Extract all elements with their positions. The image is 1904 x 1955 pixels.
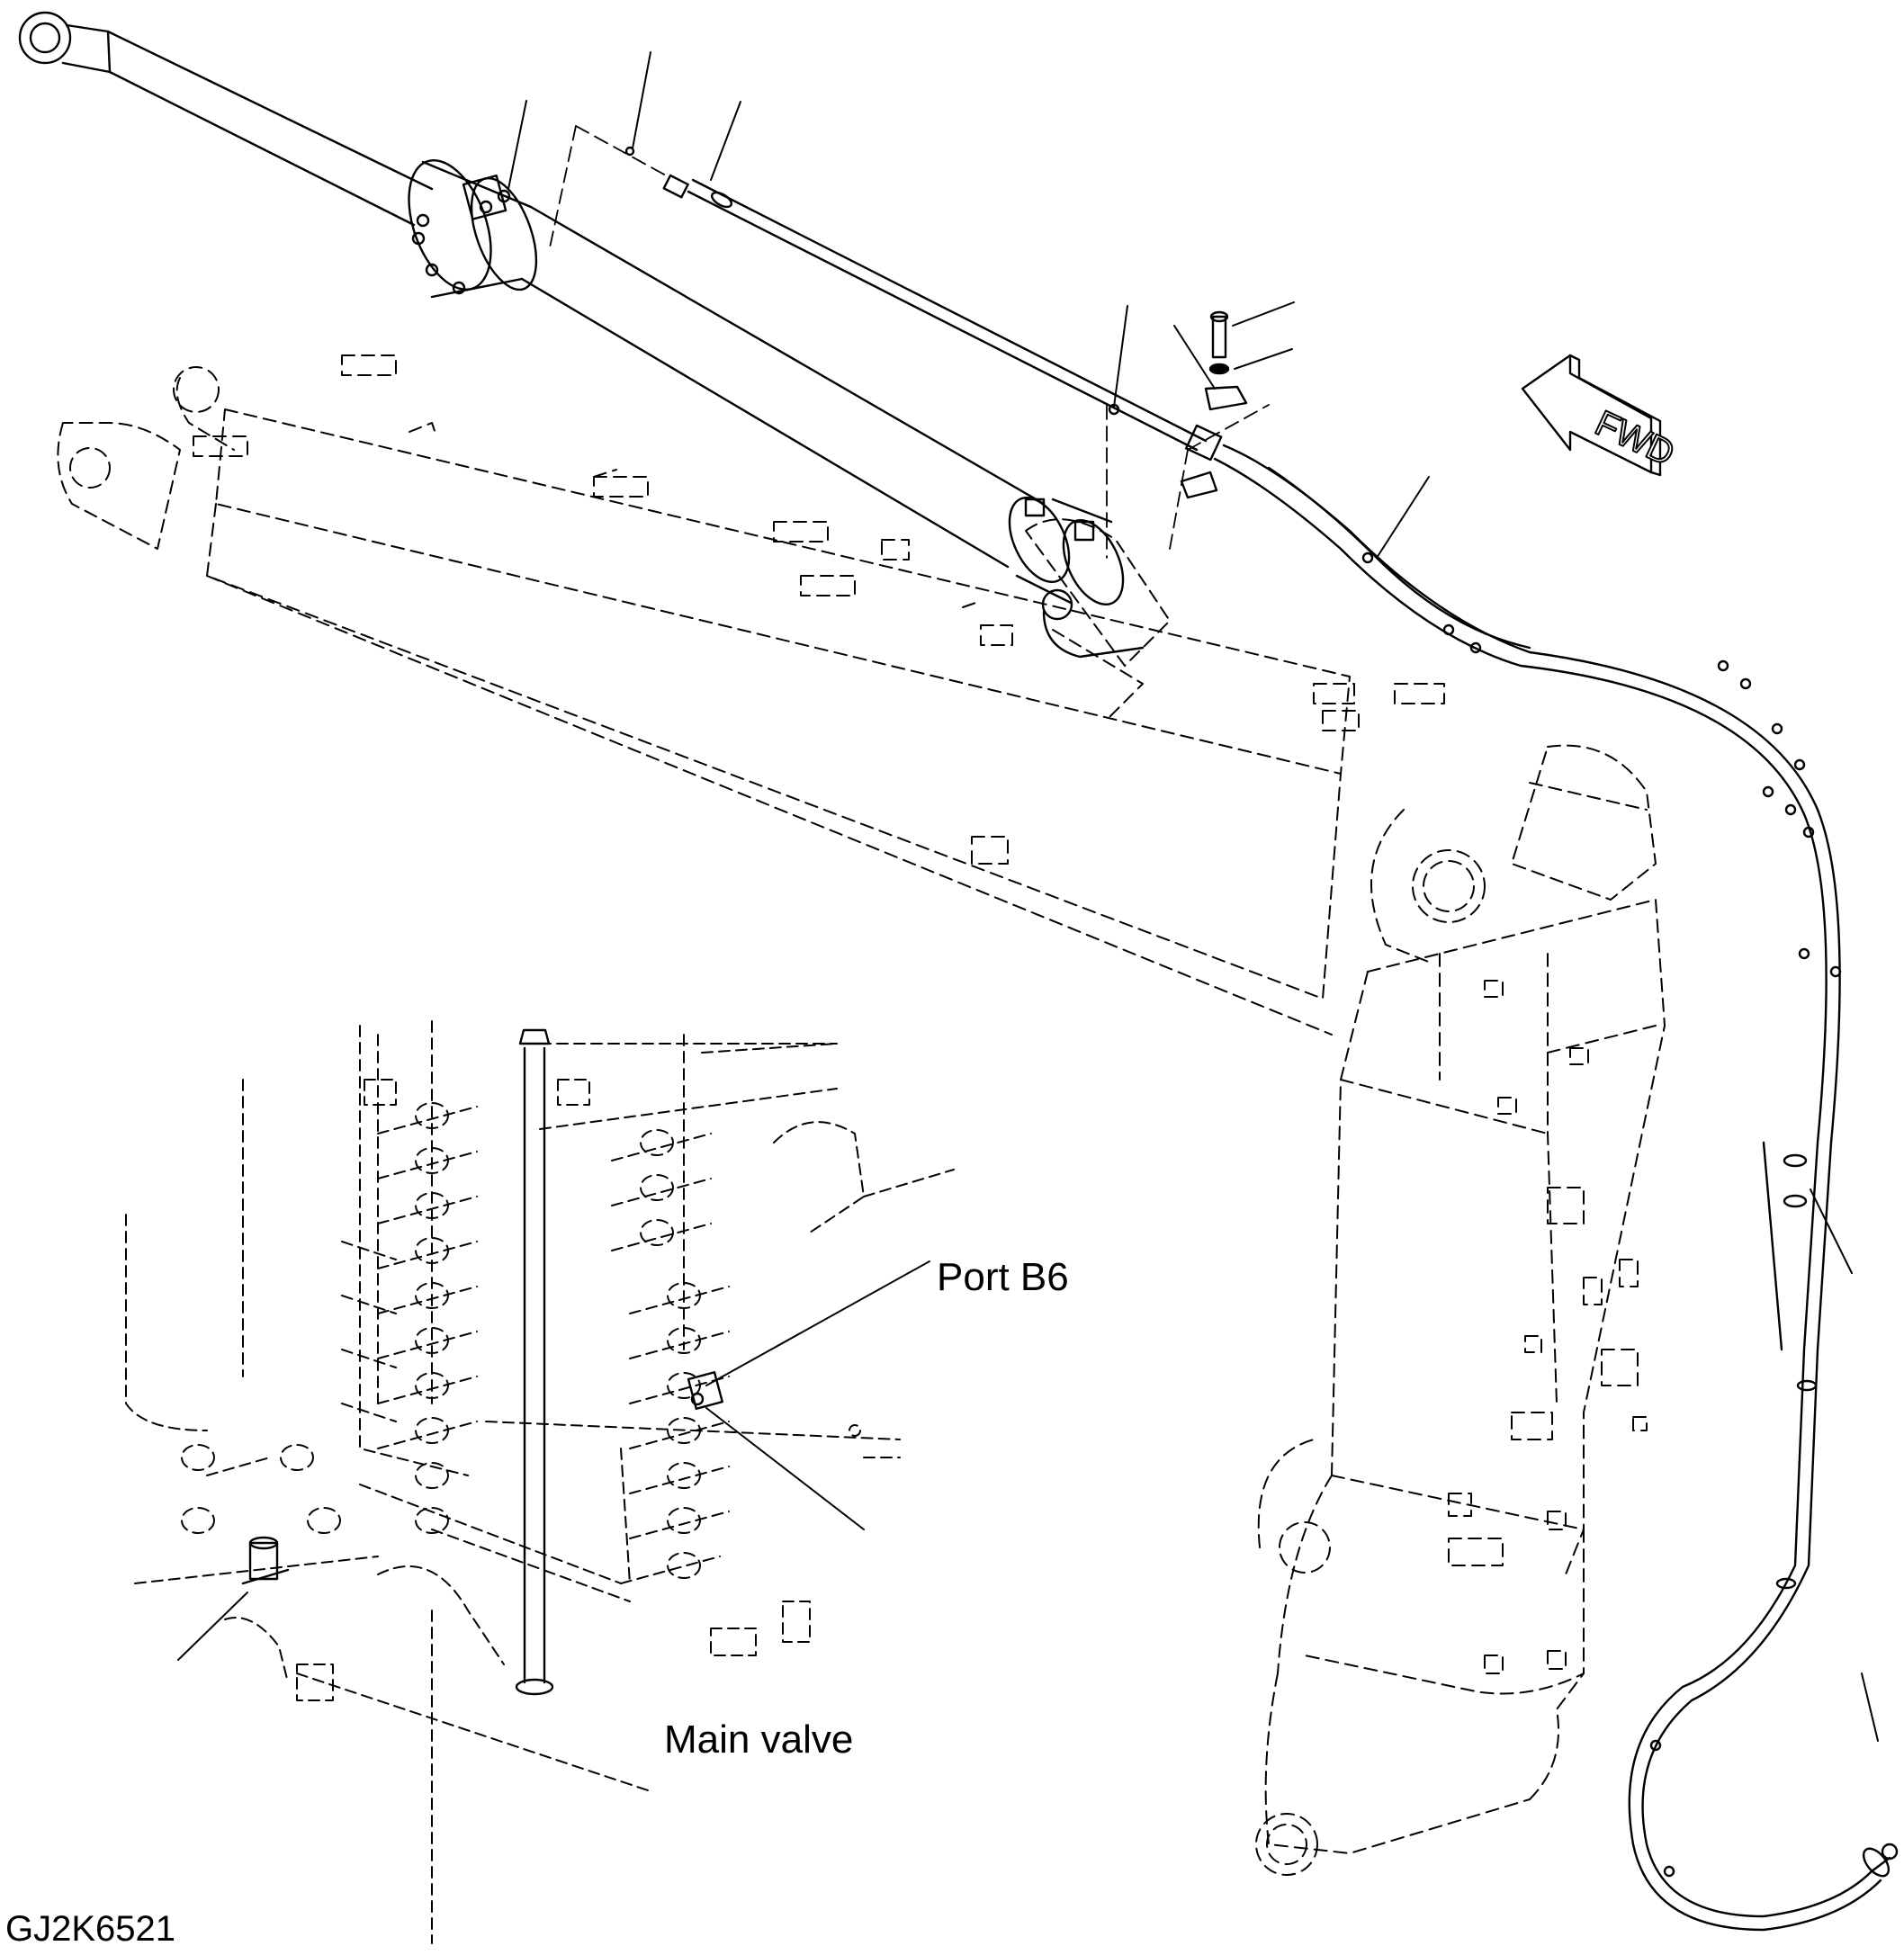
main-valve-label: Main valve (664, 1717, 854, 1762)
port-b6-label: Port B6 (937, 1255, 1069, 1299)
pilot-tube (624, 146, 1248, 499)
boom-outline (57, 354, 1666, 1876)
hose-route (1213, 444, 1899, 1932)
boom-cylinder (18, 11, 1145, 659)
main-valve-inset (125, 1020, 955, 1944)
callout-leaders (177, 51, 1879, 1742)
leader-dashes (548, 125, 1270, 559)
main-valve-solid-parts (241, 1028, 723, 1696)
fwd-arrow: FWD (1521, 354, 1681, 477)
drawing-code-label: GJ2K6521 (5, 1909, 176, 1949)
